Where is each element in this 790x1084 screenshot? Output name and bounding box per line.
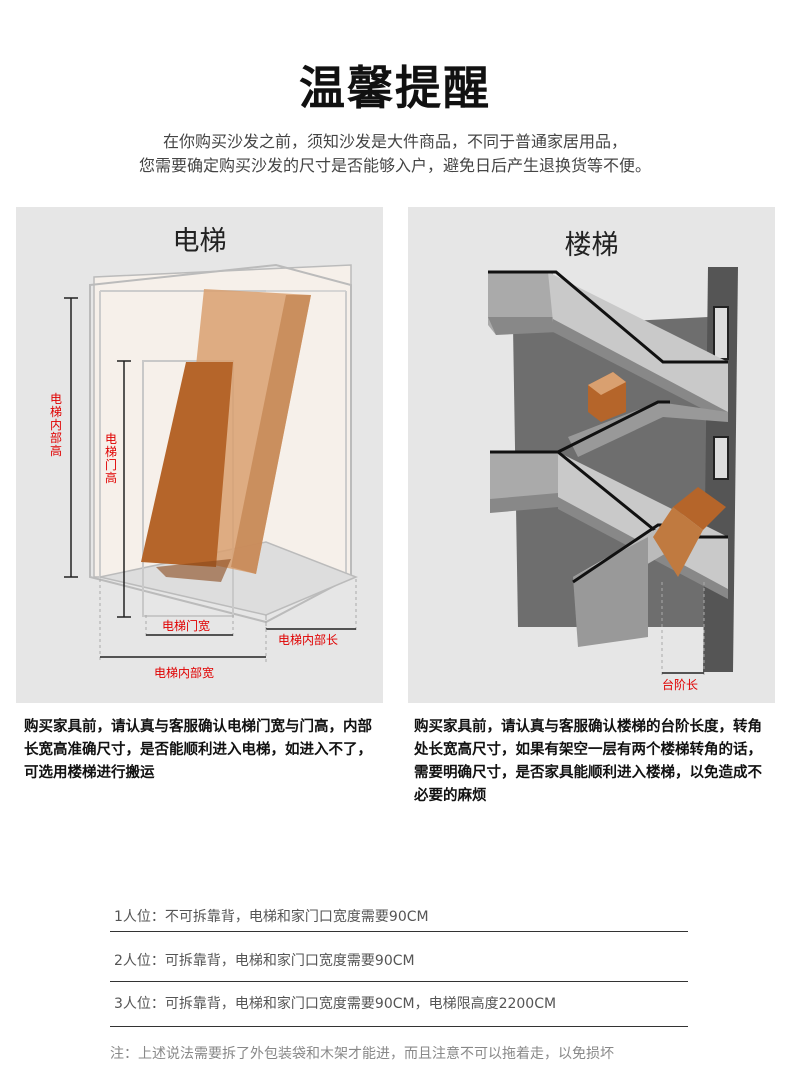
door-height-label: 电梯门高 (104, 432, 117, 485)
inner-height-label: 电梯内部高 (49, 392, 62, 458)
rule-row: 1人位：不可拆靠背，电梯和家门口宽度需要90CM (110, 906, 688, 932)
elevator-title: 电梯 (172, 226, 227, 257)
step-length-label: 台阶长 (662, 678, 699, 692)
page-title: 温馨提醒 (299, 61, 491, 115)
door-width-label: 电梯门宽 (162, 619, 211, 633)
footnote: 注：上述说法需要拆了外包装袋和木架才能进，而且注意不可以拖着走，以免损坏 (110, 1046, 614, 1062)
intro-line-2: 您需要确定购买沙发的尺寸是否能够入户，避免日后产生退换货等不便。 (138, 156, 651, 175)
elevator-illustration (64, 263, 358, 662)
stairs-description: 购买家具前，请认真与客服确认楼梯的台阶长度，转角处长宽高尺寸，如果有架空一层有两… (414, 719, 762, 804)
elevator-panel: 电梯 电梯内部高 电梯门高 电梯门宽 电梯内部长 电梯内部宽 (16, 207, 383, 703)
stairs-panel: 楼梯 台阶长 (408, 207, 775, 703)
rule-row: 2人位：可拆靠背，电梯和家门口宽度需要90CM (110, 950, 688, 982)
stairs-illustration (488, 267, 738, 677)
elevator-description: 购买家具前，请认真与客服确认电梯门宽与门高，内部长宽高准确尺寸，是否能顺利进入电… (24, 719, 372, 781)
inner-length-label: 电梯内部长 (278, 633, 339, 647)
stairs-title: 楼梯 (564, 230, 619, 261)
intro-line-1: 在你购买沙发之前，须知沙发是大件商品，不同于普通家居用品， (162, 132, 627, 151)
inner-width-label: 电梯内部宽 (154, 666, 215, 680)
rule-row: 3人位：可拆靠背，电梯和家门口宽度需要90CM，电梯限高度2200CM (110, 993, 688, 1027)
